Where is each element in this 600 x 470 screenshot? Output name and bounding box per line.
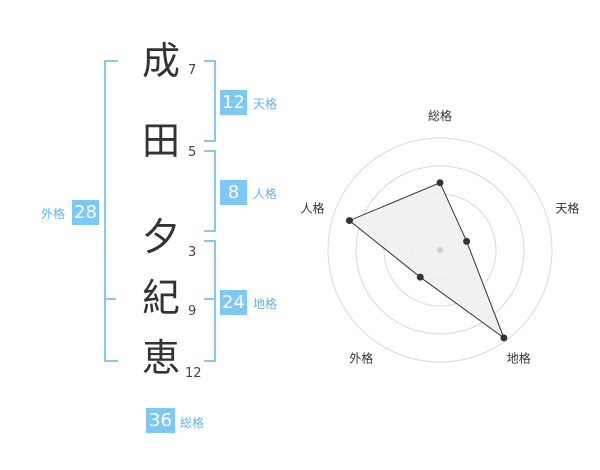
chikaku-bracket bbox=[204, 240, 216, 362]
radar-point-1 bbox=[436, 179, 444, 187]
radar-point-2 bbox=[463, 237, 471, 245]
tenkaku-value-box: 12 bbox=[220, 90, 247, 115]
name-char-2: 田 bbox=[141, 119, 180, 163]
radar-ring-4 bbox=[327, 137, 553, 363]
radar-axis-label-1: 総格 bbox=[428, 108, 452, 123]
radar-polygon bbox=[348, 182, 505, 340]
stroke-count-1: 7 bbox=[188, 63, 197, 78]
soukaku-value-box: 36 bbox=[146, 408, 175, 433]
jinkaku-bracket bbox=[204, 150, 216, 232]
radar-center bbox=[437, 247, 443, 253]
radar-axis-label-3: 地格 bbox=[507, 350, 531, 365]
radar-axis-label-4: 外格 bbox=[349, 350, 373, 365]
stroke-count-5: 12 bbox=[185, 366, 202, 381]
jinkaku-value-box: 8 bbox=[220, 180, 247, 205]
tenkaku-label: 天格 bbox=[253, 97, 278, 111]
chikaku-value-box: 24 bbox=[220, 290, 247, 315]
name-char-1: 成 bbox=[141, 39, 180, 83]
radar-ring-3 bbox=[355, 165, 525, 335]
soukaku-label: 総格 bbox=[180, 416, 205, 430]
jinkaku-label: 人格 bbox=[253, 187, 278, 201]
radar-point-4 bbox=[416, 273, 424, 281]
name-char-5: 恵 bbox=[141, 336, 180, 380]
gaikaku-label: 外格 bbox=[41, 207, 66, 221]
stroke-count-2: 5 bbox=[188, 145, 197, 160]
tenkaku-bracket bbox=[204, 60, 216, 142]
gaikaku-value-box: 28 bbox=[72, 200, 99, 225]
stroke-count-4: 9 bbox=[188, 304, 197, 319]
radar-axis-label-5: 人格 bbox=[301, 201, 325, 216]
radar-axis-label-2: 天格 bbox=[555, 201, 579, 216]
chikaku-bracket-tick bbox=[204, 298, 216, 300]
name-char-3: 夕 bbox=[141, 215, 180, 259]
name-char-4: 紀 bbox=[141, 276, 180, 320]
stroke-count-3: 3 bbox=[188, 245, 197, 260]
gaikaku-bracket-tick bbox=[104, 298, 116, 300]
gaikaku-bracket bbox=[104, 60, 118, 362]
chikaku-label: 地格 bbox=[253, 297, 278, 311]
radar-point-3 bbox=[500, 334, 508, 342]
radar-point-5 bbox=[345, 217, 353, 225]
